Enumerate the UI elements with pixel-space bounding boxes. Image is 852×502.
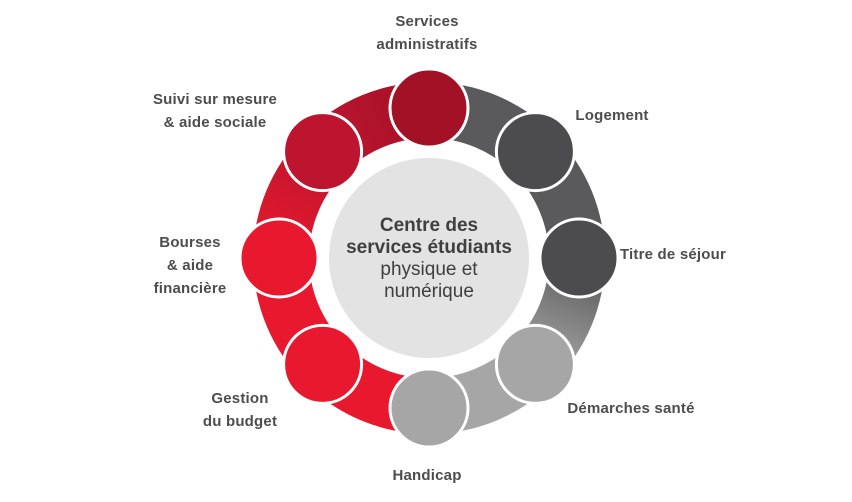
center-subtitle-line: physique et <box>380 259 478 280</box>
node-suivi-sur-mesure <box>282 111 364 193</box>
node-bourses-aide-financiere <box>238 217 320 299</box>
label-line: administratifs <box>376 36 478 53</box>
node-demarches-sante <box>494 323 576 405</box>
label-demarches-sante: Démarches santé <box>531 397 731 420</box>
node-titre-de-sejour <box>538 217 620 299</box>
label-titre-de-sejour: Titre de séjour <box>573 243 773 266</box>
center-title-line: Centre des <box>379 215 479 236</box>
center-circle <box>329 158 529 358</box>
label-line: Démarches santé <box>567 400 695 417</box>
node-services-administratifs <box>388 67 470 149</box>
label-line: Services <box>395 13 459 30</box>
center-title: Centre des services étudiants physique e… <box>309 215 549 303</box>
label-gestion-du-budget: Gestion du budget <box>160 387 320 433</box>
label-line: Gestion <box>211 390 269 407</box>
node-gestion-du-budget <box>282 323 364 405</box>
node-logement <box>494 111 576 193</box>
label-line: & aide <box>166 257 214 274</box>
label-bourses-aide-financiere: Bourses & aide financière <box>110 231 270 300</box>
label-line: Suivi sur mesure <box>152 91 278 108</box>
center-title-line: services étudiants <box>346 237 512 258</box>
label-suivi-sur-mesure: Suivi sur mesure & aide sociale <box>115 88 315 134</box>
label-line: financière <box>153 280 227 297</box>
label-line: Handicap <box>392 467 462 484</box>
label-line: Logement <box>575 107 649 124</box>
center-subtitle-line: numérique <box>384 281 474 302</box>
label-line: Titre de séjour <box>619 246 727 263</box>
label-logement: Logement <box>532 104 692 127</box>
label-services-administratifs: Services administratifs <box>327 10 527 56</box>
node-handicap <box>388 367 470 449</box>
label-line: & aide sociale <box>163 114 267 131</box>
label-line: du budget <box>202 413 278 430</box>
label-line: Bourses <box>159 234 221 251</box>
label-handicap: Handicap <box>347 464 507 487</box>
